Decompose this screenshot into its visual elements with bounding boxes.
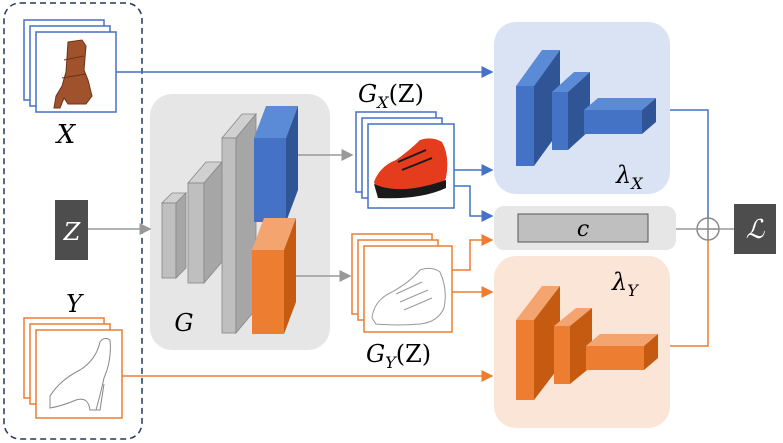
arrow-gy-to-c [452,234,494,271]
label-x: X [55,120,77,150]
sneaker-sketch-image [371,267,446,326]
input-group-border [3,2,143,440]
sum-node [696,217,720,241]
label-gx: GX(Z) [358,80,424,112]
boot-image [53,39,93,109]
label-c: c [577,217,589,242]
gy-image-stack [351,233,453,333]
c-box [517,213,649,243]
generator-orange-output [252,218,296,334]
generator-blue-output [254,106,298,222]
line-lambda-x-to-sum [670,109,709,218]
z-box [55,200,88,260]
label-lambda-x: λX [615,161,643,193]
label-gy: GY(Z) [366,340,431,372]
y-image-stack [23,317,123,419]
gx-image-stack [355,111,455,209]
heel-sketch-image [49,337,111,411]
lambda-y-layers [516,286,658,400]
loss-box [734,204,776,254]
x-image-stack [23,19,117,113]
label-loss: ℒ [746,215,766,245]
label-y: Y [66,290,84,318]
arrow-gx-to-c [454,185,494,222]
lambda-x-layers [516,50,656,166]
generator-layers [161,112,257,335]
label-generator: G [174,309,193,337]
sneaker-image [374,138,448,199]
label-lambda-y: λY [611,268,639,300]
line-lambda-y-to-sum [670,240,709,347]
label-z: Z [63,218,82,246]
